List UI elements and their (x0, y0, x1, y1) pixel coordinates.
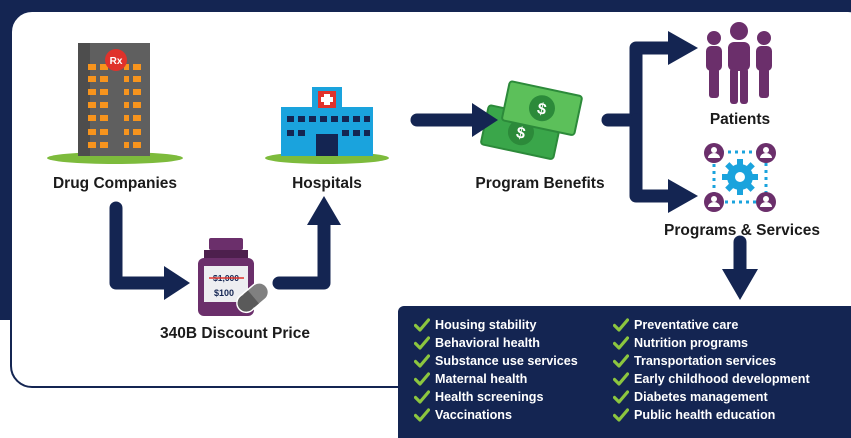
list-item: Housing stability (414, 316, 578, 334)
check-icon (414, 336, 430, 350)
check-icon (414, 354, 430, 368)
drug-company-building-icon: Rx (47, 43, 183, 164)
list-item: Nutrition programs (613, 334, 810, 352)
check-icon (613, 390, 629, 404)
check-icon (414, 408, 430, 422)
services-list-box: Housing stability Behavioral health Subs… (398, 306, 851, 438)
patients-label: Patients (709, 111, 771, 128)
services-left-column: Housing stability Behavioral health Subs… (414, 316, 578, 424)
programs-services-label: Programs & Services (664, 222, 820, 239)
check-icon (613, 408, 629, 422)
arrow-drug-to-discount (109, 201, 175, 290)
arrow-discount-to-hospital (272, 215, 331, 290)
gear-icon (722, 159, 758, 195)
check-icon (414, 390, 430, 404)
list-item: Transportation services (613, 352, 810, 370)
list-item: Public health education (613, 406, 810, 424)
arrow-to-patients (629, 41, 680, 127)
svg-text:$: $ (536, 100, 548, 118)
list-item: Preventative care (613, 316, 810, 334)
discount-price-label: 340B Discount Price (160, 325, 310, 342)
svg-text:$: $ (515, 124, 527, 142)
pill-icon (236, 282, 270, 314)
list-item: Diabetes management (613, 388, 810, 406)
rx-badge-text: Rx (110, 56, 123, 67)
new-price-text: $100 (214, 288, 234, 298)
hospital-icon (265, 87, 389, 164)
list-item: Early childhood development (613, 370, 810, 388)
list-item: Health screenings (414, 388, 578, 406)
check-icon (613, 372, 629, 386)
check-icon (414, 372, 430, 386)
list-item: Vaccinations (414, 406, 578, 424)
program-benefits-label: Program Benefits (475, 175, 605, 192)
list-item: Substance use services (414, 352, 578, 370)
check-icon (414, 318, 430, 332)
hospitals-label: Hospitals (292, 175, 362, 192)
check-icon (613, 354, 629, 368)
programs-services-icon (704, 143, 776, 212)
arrow-to-programs (629, 113, 680, 203)
list-item: Behavioral health (414, 334, 578, 352)
money-icon: $ $ (480, 80, 583, 160)
check-icon (613, 336, 629, 350)
drug-companies-label: Drug Companies (52, 175, 177, 192)
check-icon (613, 318, 629, 332)
list-item: Maternal health (414, 370, 578, 388)
medicine-bottle-icon: $1,000 $100 (198, 238, 270, 316)
patients-icon (706, 22, 772, 104)
services-right-column: Preventative care Nutrition programs Tra… (613, 316, 810, 424)
